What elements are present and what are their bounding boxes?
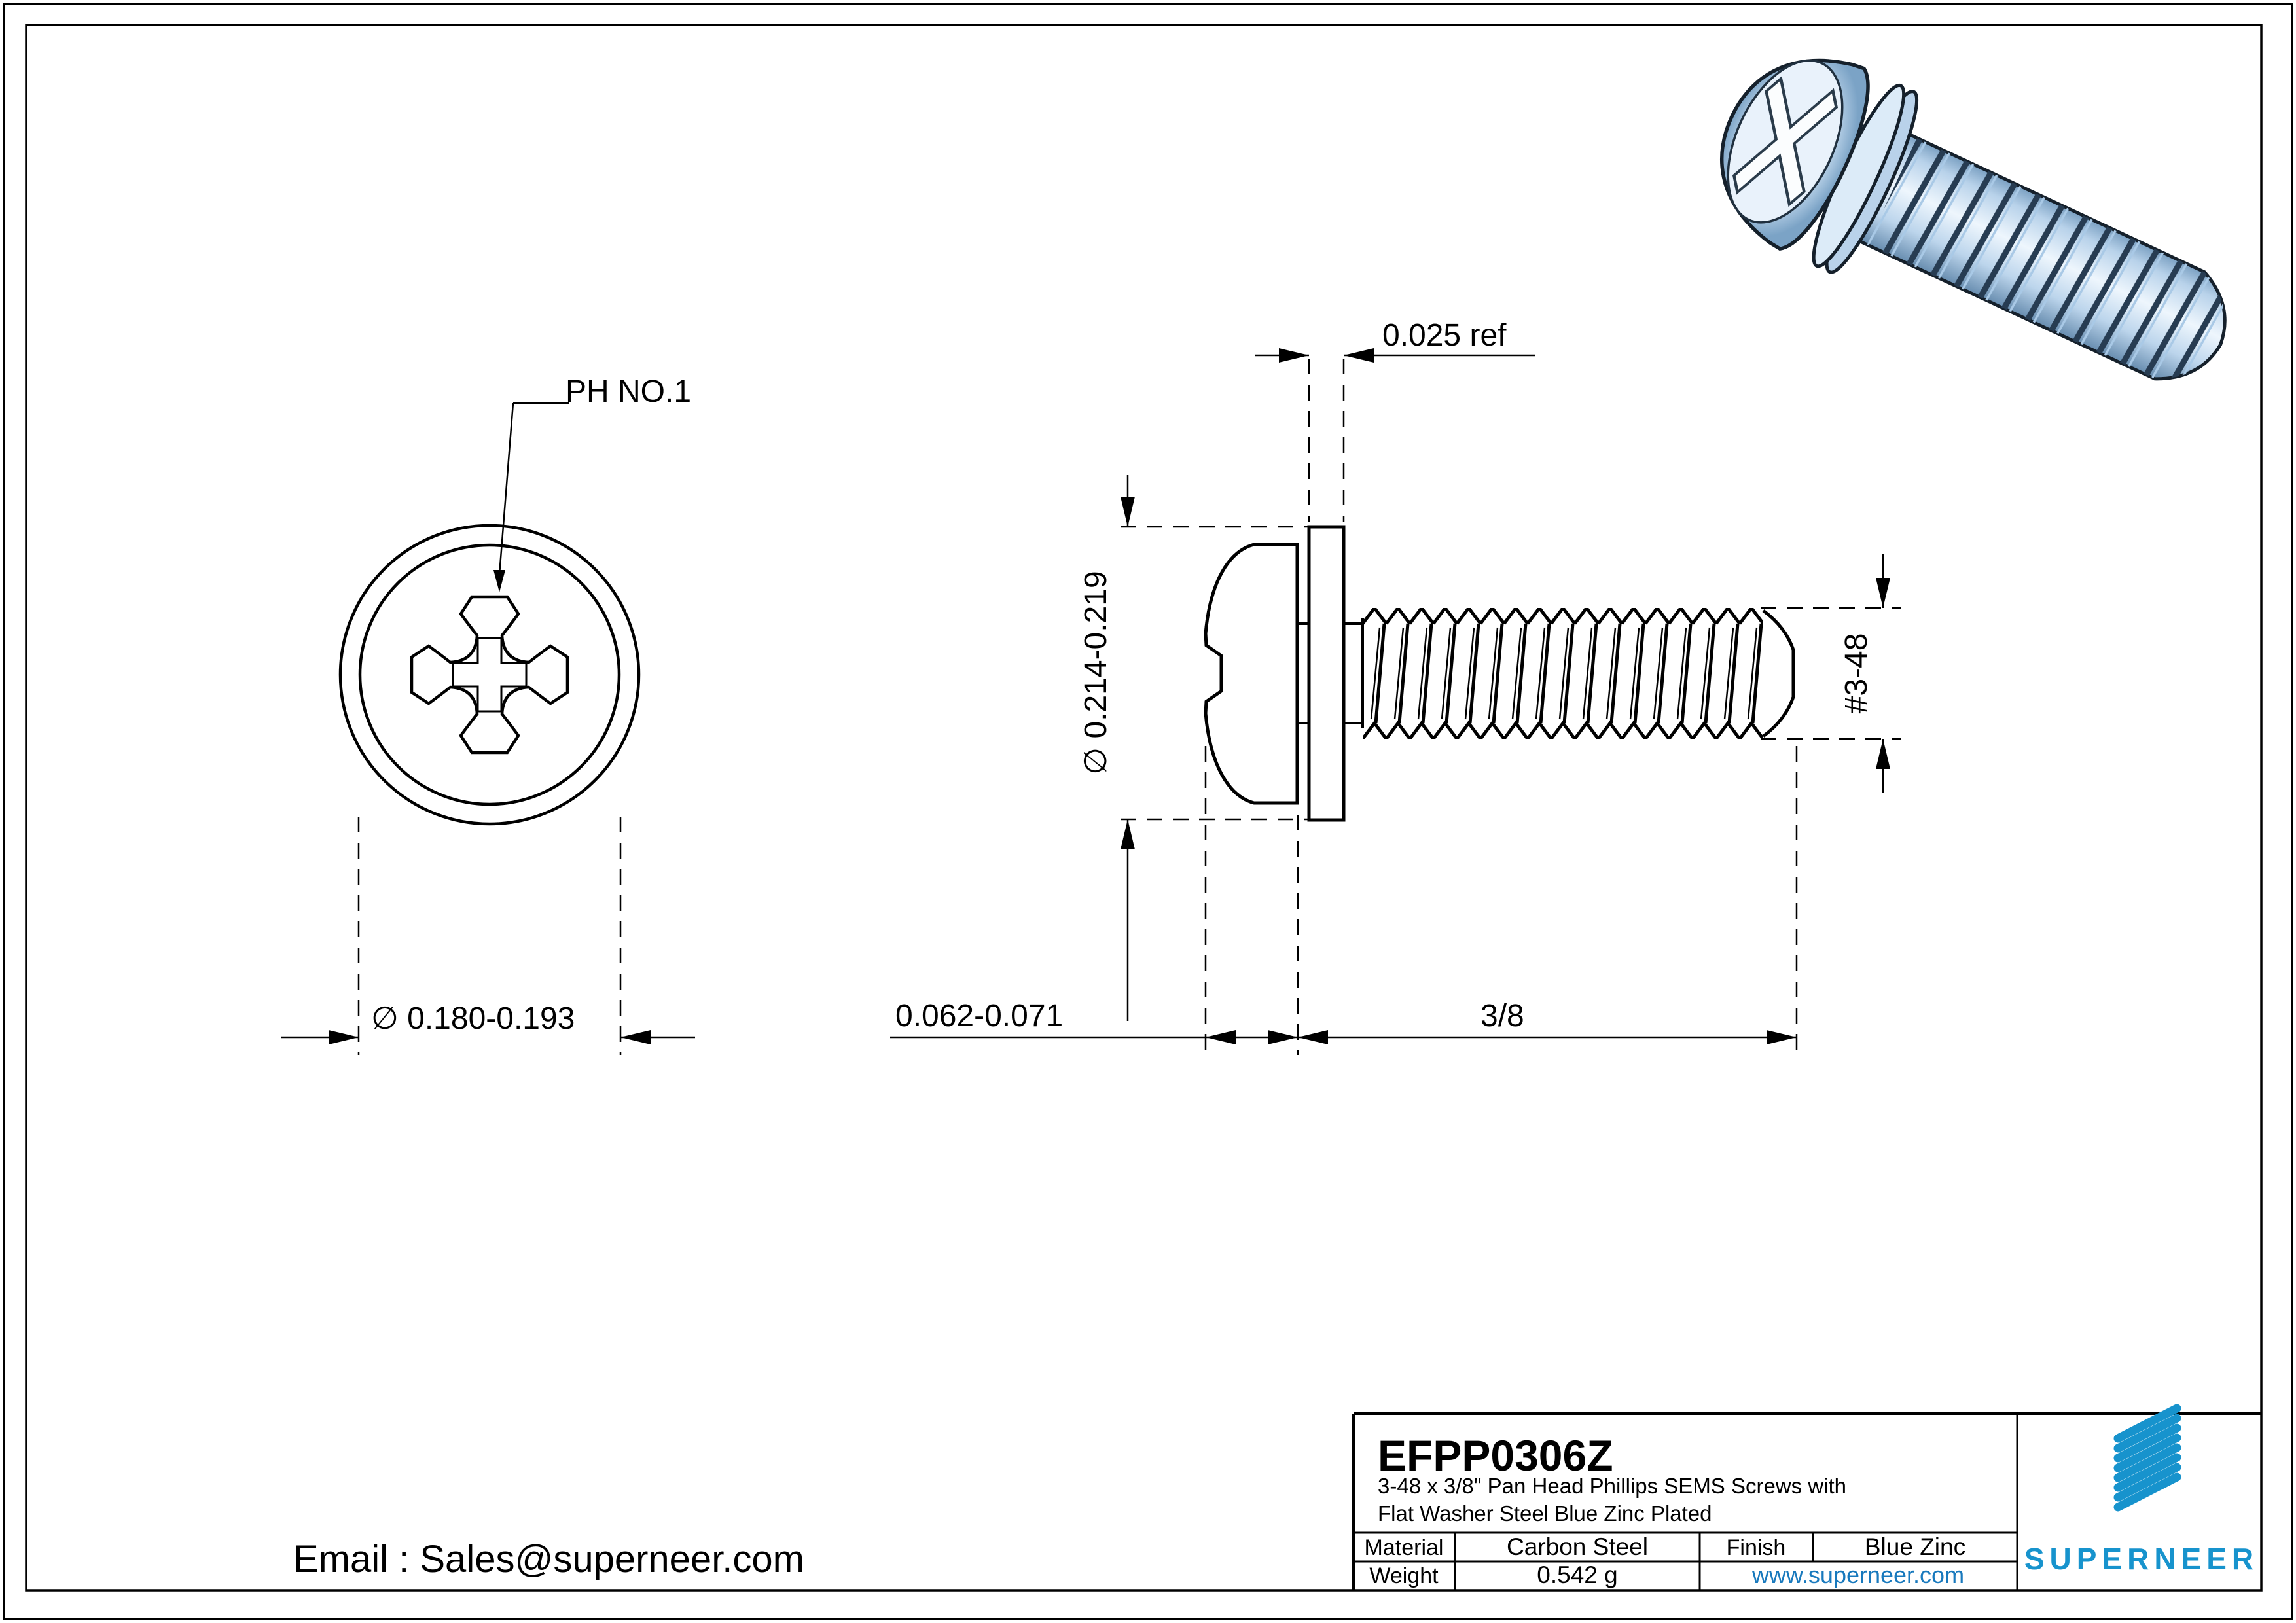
- dim-arrow: [1121, 497, 1135, 527]
- dim-arrow: [1344, 348, 1374, 363]
- thread-spec-dimension: #3-48: [1761, 554, 1901, 793]
- front-dimension: ∅ 0.180-0.193: [281, 817, 695, 1055]
- logo-stripes-icon: [2113, 1404, 2181, 1512]
- title-block-grid: [1352, 1412, 2261, 1590]
- washer-thickness-dimension: 0.025 ref: [1255, 318, 1535, 522]
- dim-arrow: [1206, 1030, 1236, 1044]
- phillips-recess-inner-cross: [452, 637, 528, 713]
- part-number-text: EFPP0306Z: [1378, 1431, 1613, 1480]
- weight-label: Weight: [1369, 1563, 1439, 1588]
- page-edge-border: [3, 3, 2293, 1620]
- weight-value: 0.542 g: [1537, 1561, 1617, 1588]
- head-outline-circle: [358, 543, 621, 806]
- dim-arrow: [1121, 819, 1135, 849]
- washer-thickness-dim-text: 0.025 ref: [1382, 318, 1507, 353]
- material-value: Carbon Steel: [1507, 1533, 1648, 1560]
- dim-arrow: [1767, 1030, 1797, 1044]
- dim-arrow: [1268, 1030, 1298, 1044]
- thread-profile: [1363, 608, 1763, 739]
- superneer-logo: SUPERNEER: [2024, 1404, 2259, 1576]
- leader-line: [498, 402, 514, 575]
- finish-label: Finish: [1727, 1535, 1786, 1560]
- thread-end-chamfer: [1762, 609, 1795, 738]
- dim-arrow: [1876, 578, 1890, 608]
- leader-arrowhead: [493, 570, 505, 592]
- thread-spec-dim-text: #3-48: [1839, 633, 1874, 714]
- side-view: 0.025 ref ∅ 0.214-0.219 #3-48: [890, 318, 1901, 1055]
- dim-arrow-right: [620, 1030, 651, 1044]
- callout-leader: [498, 402, 569, 575]
- website-link[interactable]: www.superneer.com: [1751, 1561, 1964, 1588]
- material-label: Material: [1365, 1535, 1444, 1560]
- dim-arrow: [1298, 1030, 1328, 1044]
- description-line1: 3-48 x 3/8" Pan Head Phillips SEMS Screw…: [1378, 1474, 1846, 1498]
- brand-name-text: SUPERNEER: [2024, 1542, 2259, 1576]
- title-block: EFPP0306Z 3-48 x 3/8" Pan Head Phillips …: [1352, 1404, 2261, 1590]
- pan-head-profile: [1204, 543, 1299, 805]
- front-view: PH NO.1 ∅ 0.180-0.193: [281, 374, 695, 1055]
- finish-value: Blue Zinc: [1865, 1533, 1965, 1560]
- dim-arrow: [1876, 739, 1890, 769]
- bottom-dimensions: 0.062-0.071 3/8: [890, 746, 1798, 1055]
- drawing-frame-border: [25, 24, 2263, 1592]
- screw-3d-phillips-cross: [1732, 76, 1839, 207]
- head-diameter-dim-text: ∅ 0.180-0.193: [371, 1001, 575, 1036]
- description-line2: Flat Washer Steel Blue Zinc Plated: [1378, 1501, 1712, 1525]
- screw-3d-render: [1720, 58, 2246, 398]
- flat-washer-profile: [1307, 525, 1346, 822]
- cross-shape: [1732, 76, 1839, 207]
- phillips-recess-outline: [410, 595, 569, 755]
- washer-od-dim-text: ∅ 0.214-0.219: [1079, 571, 1113, 774]
- washer-outline-circle: [338, 524, 641, 826]
- head-height-dim-text: 0.062-0.071: [895, 999, 1063, 1033]
- dim-arrow-left: [329, 1030, 359, 1044]
- phillips-callout-label: PH NO.1: [565, 374, 691, 409]
- washer-od-dimension: ∅ 0.214-0.219: [1079, 475, 1308, 1021]
- screw-3d-threads: [1867, 137, 2246, 398]
- contact-email-text[interactable]: Email : Sales@superneer.com: [293, 1538, 804, 1580]
- length-dim-text: 3/8: [1480, 999, 1524, 1033]
- dim-arrow: [1279, 348, 1309, 363]
